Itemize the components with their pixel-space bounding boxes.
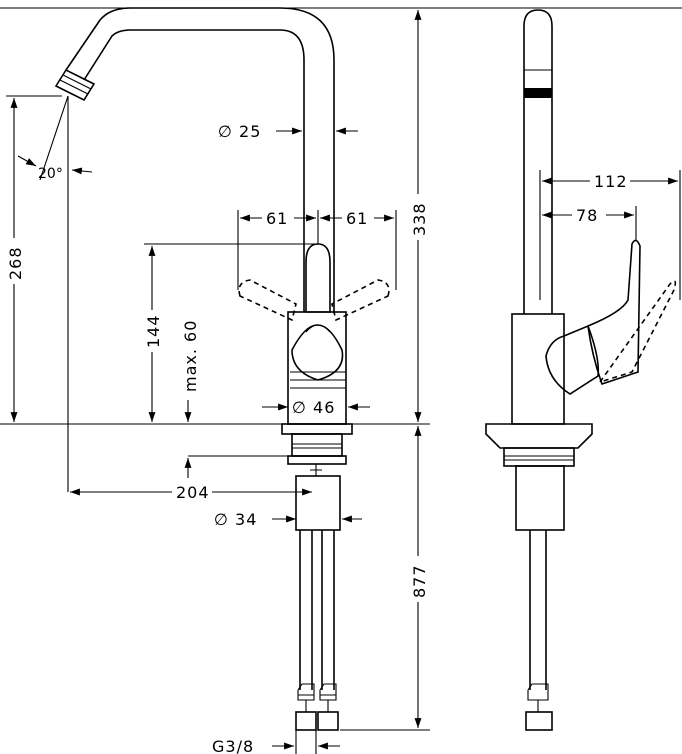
dim-angle-label: 20° — [38, 166, 63, 182]
dim-outlet-diameter-label: ∅ 25 — [218, 122, 261, 141]
dim-144-label: 144 — [144, 314, 163, 348]
side-dimensions: 112 78 — [539, 170, 681, 300]
dim-shank-diameter-label: ∅ 34 — [214, 510, 257, 529]
side-body — [511, 313, 565, 425]
dim-lever-left-label: 61 — [266, 209, 288, 228]
dim-877-label: 877 — [410, 564, 429, 598]
fixing-screw — [310, 464, 322, 476]
thread-flange — [287, 455, 347, 465]
side-lever-handle — [587, 239, 641, 386]
side-base-plate — [485, 423, 593, 449]
mounting-ring — [291, 433, 343, 457]
base-plate — [281, 423, 353, 435]
side-spout-tube — [523, 9, 553, 314]
angle-line — [39, 95, 69, 181]
dim-connection-label: G3/8 — [212, 737, 254, 754]
side-view — [485, 9, 677, 731]
dim-268-label: 268 — [6, 246, 25, 280]
dim-reach-label: 204 — [176, 483, 210, 502]
nut-left — [295, 711, 317, 731]
side-lever-base — [545, 324, 600, 395]
side-nut — [525, 711, 553, 731]
side-lever-swing — [597, 280, 677, 384]
dim-338-label: 338 — [410, 202, 429, 236]
mounting-shank — [295, 475, 341, 531]
lever-handle — [305, 243, 331, 313]
side-mounting-ring — [503, 447, 575, 467]
front-view — [54, 7, 390, 731]
dim-lever-right-label: 61 — [346, 209, 368, 228]
aerator — [54, 68, 96, 102]
side-aerator-band — [524, 88, 552, 98]
fitting-right — [319, 683, 337, 701]
side-fitting — [527, 683, 549, 701]
dim-body-diameter-label: ∅ 46 — [292, 398, 335, 417]
fitting-left — [297, 683, 315, 701]
spout-outer — [65, 7, 335, 312]
nut-right — [317, 711, 339, 731]
lever-swing-left — [238, 279, 297, 322]
spout-inner — [83, 29, 305, 312]
dim-side-lever-label: 78 — [576, 206, 598, 225]
dim-side-reach-label: 112 — [594, 172, 628, 191]
dim-max60-label: max. 60 — [181, 320, 200, 392]
lever-swing-right — [331, 279, 390, 322]
side-shank — [515, 465, 565, 531]
front-dimensions: 338 877 268 20° ∅ 25 61 61 — [4, 7, 430, 754]
